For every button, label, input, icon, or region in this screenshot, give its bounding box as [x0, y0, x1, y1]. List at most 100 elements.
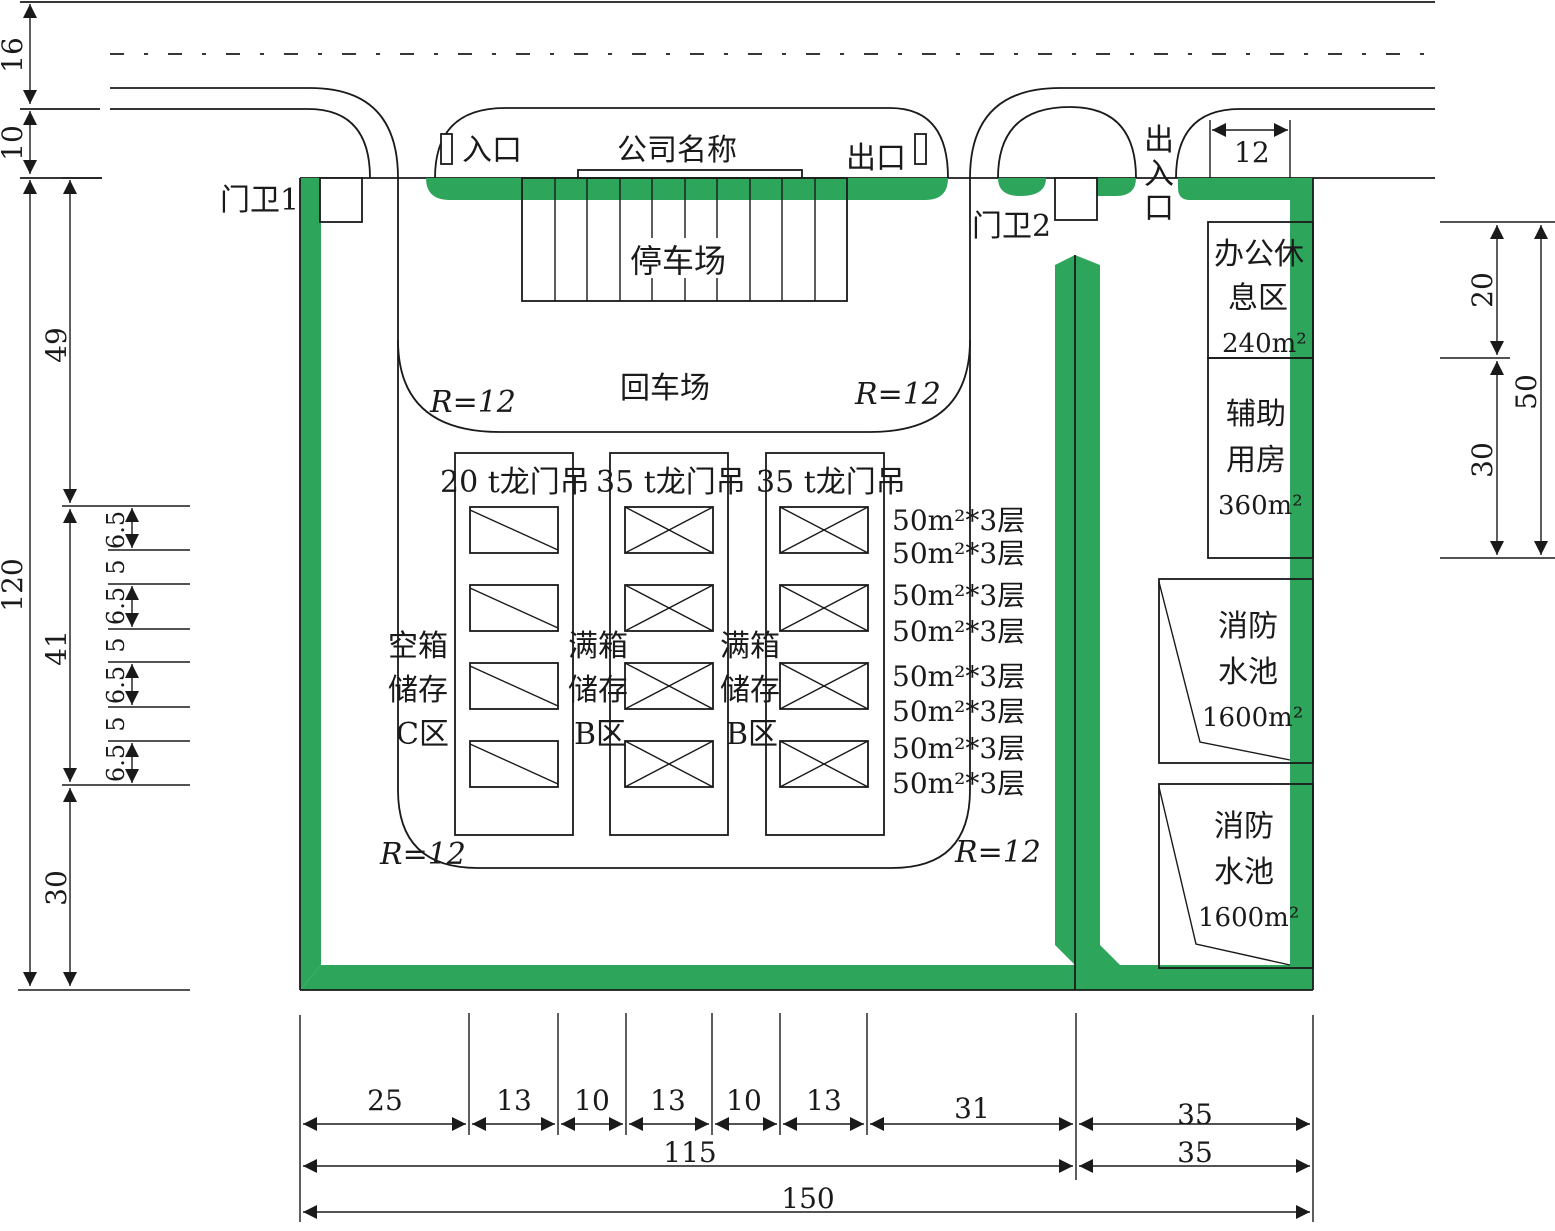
exit-marker — [914, 133, 927, 165]
storage-zone-b2: 35 t龙门吊 满箱 储存 B区 — [720, 452, 906, 836]
svg-text:储存: 储存 — [720, 673, 780, 708]
svg-text:150: 150 — [781, 1182, 834, 1215]
svg-text:办公休: 办公休 — [1214, 237, 1304, 272]
svg-text:出: 出 — [1144, 123, 1174, 158]
svg-text:B区: B区 — [726, 717, 778, 752]
storage-zone-c: 20 t龙门吊 空箱 储存 C区 — [388, 452, 590, 836]
svg-text:13: 13 — [806, 1084, 842, 1117]
svg-text:50m²*3层: 50m²*3层 — [892, 615, 1025, 648]
svg-text:13: 13 — [650, 1084, 686, 1117]
svg-text:41: 41 — [40, 630, 73, 666]
parking-label: 停车场 — [630, 242, 726, 280]
svg-text:1600m²: 1600m² — [1198, 903, 1299, 933]
in-out-label: 出 入 口 — [1144, 123, 1174, 226]
gate1-label: 门卫1 — [220, 183, 299, 218]
gate2-right — [1096, 178, 1136, 196]
wall-left — [300, 178, 321, 990]
svg-text:50m²*3层: 50m²*3层 — [892, 579, 1025, 612]
turnaround-label: 回车场 — [620, 371, 710, 406]
svg-text:储存: 储存 — [568, 673, 628, 708]
dims-stack-rows: 6.5 5 6.5 5 6.5 5 6.5 — [102, 508, 190, 783]
wall-bottom-right — [1075, 965, 1313, 990]
svg-text:13: 13 — [496, 1084, 532, 1117]
svg-text:16: 16 — [0, 37, 29, 73]
parking-lot: 停车场 — [521, 177, 848, 302]
gate2-left — [998, 178, 1046, 196]
svg-text:储存: 储存 — [388, 673, 448, 708]
svg-text:消防: 消防 — [1214, 809, 1274, 844]
svg-text:水池: 水池 — [1218, 655, 1278, 690]
svg-text:空箱: 空箱 — [388, 629, 448, 664]
wall-front — [426, 178, 948, 200]
svg-text:50m²*3层: 50m²*3层 — [892, 504, 1025, 537]
radius-label-1: R=12 — [429, 385, 516, 420]
wall-bottom — [300, 965, 1075, 990]
entrance-marker — [440, 133, 453, 165]
svg-text:5: 5 — [102, 716, 130, 731]
circulation-paths — [397, 106, 1137, 869]
svg-text:120: 120 — [0, 558, 29, 611]
fire-pool-2: 消防 水池 1600m² — [1158, 783, 1314, 969]
svg-text:35: 35 — [1177, 1098, 1213, 1131]
svg-text:30: 30 — [40, 870, 73, 906]
wall-divider-left — [1055, 255, 1075, 965]
svg-text:5: 5 — [102, 559, 130, 574]
svg-text:25: 25 — [367, 1084, 403, 1117]
storage-zone-b1: 35 t龙门吊 满箱 储存 B区 — [568, 452, 746, 836]
svg-text:6.5: 6.5 — [102, 587, 130, 625]
svg-text:360m²: 360m² — [1218, 491, 1303, 521]
svg-text:6.5: 6.5 — [102, 744, 130, 782]
svg-text:30: 30 — [1466, 442, 1499, 478]
svg-text:50m²*3层: 50m²*3层 — [892, 767, 1025, 800]
company-name: 公司名称 — [617, 133, 737, 168]
gatehouse-1 — [319, 177, 363, 223]
green-walls — [300, 178, 1313, 990]
dims-bottom: 25 13 10 13 10 13 31 35 115 35 150 — [299, 1013, 1314, 1222]
wall-right — [1290, 178, 1313, 990]
svg-text:消防: 消防 — [1218, 609, 1278, 644]
svg-text:20: 20 — [1466, 272, 1499, 308]
svg-text:10: 10 — [0, 125, 29, 161]
dims-left: 16 10 120 49 41 30 — [0, 3, 190, 991]
gate2-label: 门卫2 — [972, 209, 1051, 244]
svg-text:口: 口 — [1144, 191, 1174, 226]
auxiliary-building: 辅助 用房 360m² — [1207, 357, 1314, 559]
crane-20t-label: 20 t龙门吊 — [440, 465, 590, 500]
svg-text:50m²*3层: 50m²*3层 — [892, 732, 1025, 765]
svg-text:240m²: 240m² — [1222, 329, 1307, 359]
svg-text:50m²*3层: 50m²*3层 — [892, 537, 1025, 570]
svg-text:水池: 水池 — [1214, 855, 1274, 890]
gatehouse-2 — [1054, 177, 1098, 221]
svg-text:息区: 息区 — [1228, 281, 1288, 316]
svg-text:满箱: 满箱 — [568, 629, 628, 664]
svg-text:入: 入 — [1144, 157, 1174, 192]
svg-text:6.5: 6.5 — [102, 511, 130, 549]
svg-text:49: 49 — [40, 327, 73, 363]
svg-text:50: 50 — [1510, 374, 1543, 410]
stack-spec-labels: 50m²*3层 50m²*3层 50m²*3层 50m²*3层 50m²*3层 … — [892, 504, 1025, 800]
office-rest-area: 办公休 息区 240m² — [1207, 221, 1314, 359]
svg-text:5: 5 — [102, 637, 130, 652]
crane-35t-label-a: 35 t龙门吊 — [596, 465, 746, 500]
exit-label: 出口 — [846, 141, 906, 176]
svg-text:C区: C区 — [396, 717, 449, 752]
svg-text:12: 12 — [1234, 136, 1270, 169]
svg-text:31: 31 — [954, 1092, 990, 1125]
svg-text:10: 10 — [726, 1084, 762, 1117]
crane-35t-label-b: 35 t龙门吊 — [756, 465, 906, 500]
svg-text:50m²*3层: 50m²*3层 — [892, 695, 1025, 728]
fire-pool-1: 消防 水池 1600m² — [1158, 578, 1314, 764]
svg-text:1600m²: 1600m² — [1202, 703, 1303, 733]
entrance-label: 入口 — [462, 133, 522, 168]
svg-text:用房: 用房 — [1226, 443, 1286, 478]
radius-label-3: R=12 — [379, 837, 466, 872]
svg-text:35: 35 — [1177, 1136, 1213, 1169]
radius-label-4: R=12 — [954, 835, 1041, 870]
dim-top-12: 12 — [1209, 120, 1291, 178]
wall-divider-right — [1075, 255, 1120, 965]
dims-right: 20 30 50 — [1440, 221, 1555, 559]
wall-top-right — [1178, 178, 1313, 222]
company-sign-base — [577, 169, 803, 179]
